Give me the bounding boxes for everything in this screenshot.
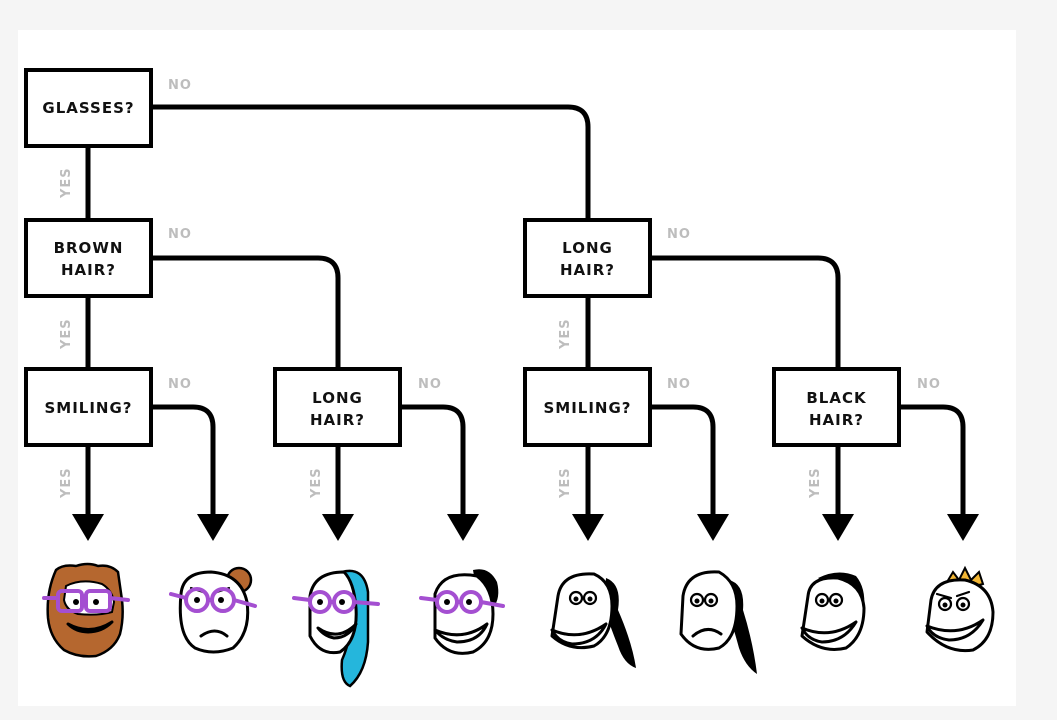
face-head bbox=[681, 572, 737, 650]
node-long-hair-right: LONG HAIR? bbox=[525, 220, 650, 296]
node-long-hair-right-line2: HAIR? bbox=[560, 261, 615, 279]
yes-label-smiling-right: YES bbox=[558, 467, 573, 499]
node-black-hair: BLACK HAIR? bbox=[774, 369, 899, 445]
eye-left bbox=[574, 597, 579, 602]
eye-left bbox=[317, 599, 323, 605]
yes-label-glasses: YES bbox=[59, 167, 74, 199]
eye-right bbox=[466, 599, 472, 605]
eye-right bbox=[961, 603, 966, 608]
eye-left bbox=[73, 599, 79, 605]
face-7-black-hair bbox=[802, 572, 864, 649]
no-label-black: NO bbox=[917, 377, 941, 392]
node-smiling-right: SMILING? bbox=[525, 369, 650, 445]
no-label-brown: NO bbox=[168, 227, 192, 242]
eye-right bbox=[93, 599, 99, 605]
node-long-hair-mid-line1: LONG bbox=[312, 389, 363, 407]
no-label-smiling-left: NO bbox=[168, 377, 192, 392]
eye-right bbox=[834, 599, 839, 604]
node-brown-hair-line1: BROWN bbox=[54, 239, 124, 257]
eye-left bbox=[943, 603, 948, 608]
yes-label-longright: YES bbox=[558, 318, 573, 350]
node-long-hair-mid: LONG HAIR? bbox=[275, 369, 400, 445]
face-head bbox=[180, 572, 247, 652]
node-long-hair-mid-line2: HAIR? bbox=[310, 411, 365, 429]
eye-left bbox=[695, 599, 700, 604]
no-label-longright: NO bbox=[667, 227, 691, 242]
eye-left bbox=[194, 597, 200, 603]
eye-left bbox=[820, 599, 825, 604]
no-label-glasses: NO bbox=[168, 78, 192, 93]
node-smiling-left: SMILING? bbox=[26, 369, 151, 445]
node-brown-hair: BROWN HAIR? bbox=[26, 220, 151, 296]
node-black-hair-line1: BLACK bbox=[806, 389, 867, 407]
face-head bbox=[552, 574, 612, 648]
face-1-glasses-brown-hair-smiling bbox=[44, 564, 128, 656]
node-brown-hair-line2: HAIR? bbox=[61, 261, 116, 279]
node-glasses: GLASSES? bbox=[26, 70, 151, 146]
eye-right bbox=[709, 599, 714, 604]
node-smiling-left-line1: SMILING? bbox=[44, 399, 132, 417]
eye-right bbox=[339, 599, 345, 605]
yes-label-black: YES bbox=[808, 467, 823, 499]
node-long-hair-right-line1: LONG bbox=[562, 239, 613, 257]
no-label-smiling-right: NO bbox=[667, 377, 691, 392]
eye-right bbox=[588, 597, 593, 602]
node-black-hair-line2: HAIR? bbox=[809, 411, 864, 429]
yes-label-longmid: YES bbox=[309, 467, 324, 499]
eye-right bbox=[218, 597, 224, 603]
node-smiling-right-line1: SMILING? bbox=[543, 399, 631, 417]
no-label-longmid: NO bbox=[418, 377, 442, 392]
eye-left bbox=[444, 599, 450, 605]
yes-label-brown: YES bbox=[59, 318, 74, 350]
node-glasses-line1: GLASSES? bbox=[42, 99, 134, 117]
yes-label-smiling-left: YES bbox=[59, 467, 74, 499]
